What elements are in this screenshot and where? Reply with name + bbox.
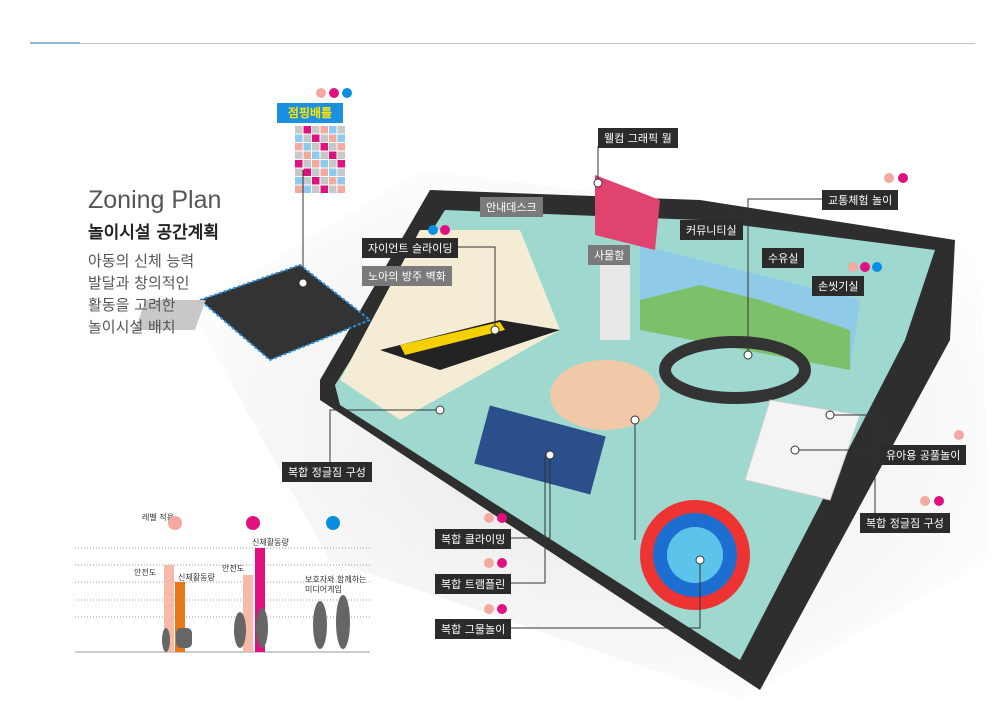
desc-line: 놀이시설 배치 [88,318,176,336]
dot [440,225,450,235]
dot [954,430,964,440]
mural-hills [640,285,850,370]
legend-chart [75,547,370,618]
title-english: Zoning Plan [88,186,222,214]
pit-grid [134,300,206,330]
bar-label: 안전도 [222,564,245,573]
dot [898,173,908,183]
locker [600,265,630,340]
chart-dot-magenta [246,516,260,530]
label-community-room: 커뮤니티실 [680,220,743,240]
traffic-track [659,336,811,404]
label-locker: 사물함 [588,245,631,265]
label-giant-sliding: 자이언트 슬라이딩 [362,238,459,258]
bar-activity-1 [175,582,185,652]
description: 아동의 신체 능력 발달과 창의적인 활동을 고려한 놀이시설 배치 [88,250,194,338]
label-jungle-gym-left: 복합 정글짐 구성 [282,462,372,482]
dot [497,513,507,523]
dot [920,496,930,506]
label-nursing-room: 수유실 [762,248,805,268]
media-game-caption: 보호자와 함께하는 미디어게임 [305,575,367,594]
label-jungle-gym-right: 복합 정글짐 구성 [860,513,950,533]
title-korean: 놀이시설 공간계획 [88,223,220,243]
label-welcome-wall: 웰컴 그래픽 월 [598,128,678,148]
trampoline [474,405,606,495]
dot [497,558,507,568]
label-trampoline: 복합 트램플린 [435,574,512,594]
slide-stripes [400,322,505,355]
chart-dot-pink [168,516,182,530]
dot [484,513,494,523]
bar-label: 신체활동량 [252,538,289,547]
dot [934,496,944,506]
level-dot-pink [316,88,326,98]
bar-label: 안전도 [134,568,157,577]
label-traffic-play: 교통체험 놀이 [822,190,899,210]
dot [872,262,882,272]
dot [497,604,507,614]
dot [884,173,894,183]
people-silhouettes [162,595,350,652]
bar-safety-1 [164,565,174,652]
divider [30,43,975,44]
slide [380,320,560,370]
label-info-desk: 안내데스크 [480,197,543,217]
desc-line: 활동을 고려한 [88,296,176,314]
label-handwash-room: 손씻기실 [812,276,865,296]
welcome-wall [595,175,660,250]
chart-dot-blue [326,516,340,530]
jumping-battle-label: 점핑배틀 [277,103,343,123]
level-dot-magenta [329,88,339,98]
level-dot-blue [342,88,352,98]
marker-dots [298,178,835,565]
desc-line: 아동의 신체 능력 [88,252,195,270]
dot [860,262,870,272]
bar-safety-2 [243,575,253,652]
desc-line: 발달과 창의적인 [88,274,190,292]
dot [428,225,438,235]
dot [484,604,494,614]
label-noah-mural: 노아의 방주 벽화 [362,266,452,286]
bar-label: 신체활동량 [178,573,215,582]
bar-activity-2 [255,548,265,652]
climbing-dome [550,360,660,430]
jumping-pit [198,263,372,362]
chart-level-label: 레벨 적용 [142,513,174,522]
label-climbing: 복합 클라이밍 [435,529,512,549]
label-ball-pool: 유아용 공풀놀이 [880,445,967,465]
divider-accent [30,42,80,44]
dot [848,262,858,272]
label-net-play: 복합 그물놀이 [435,619,512,639]
dot [484,558,494,568]
